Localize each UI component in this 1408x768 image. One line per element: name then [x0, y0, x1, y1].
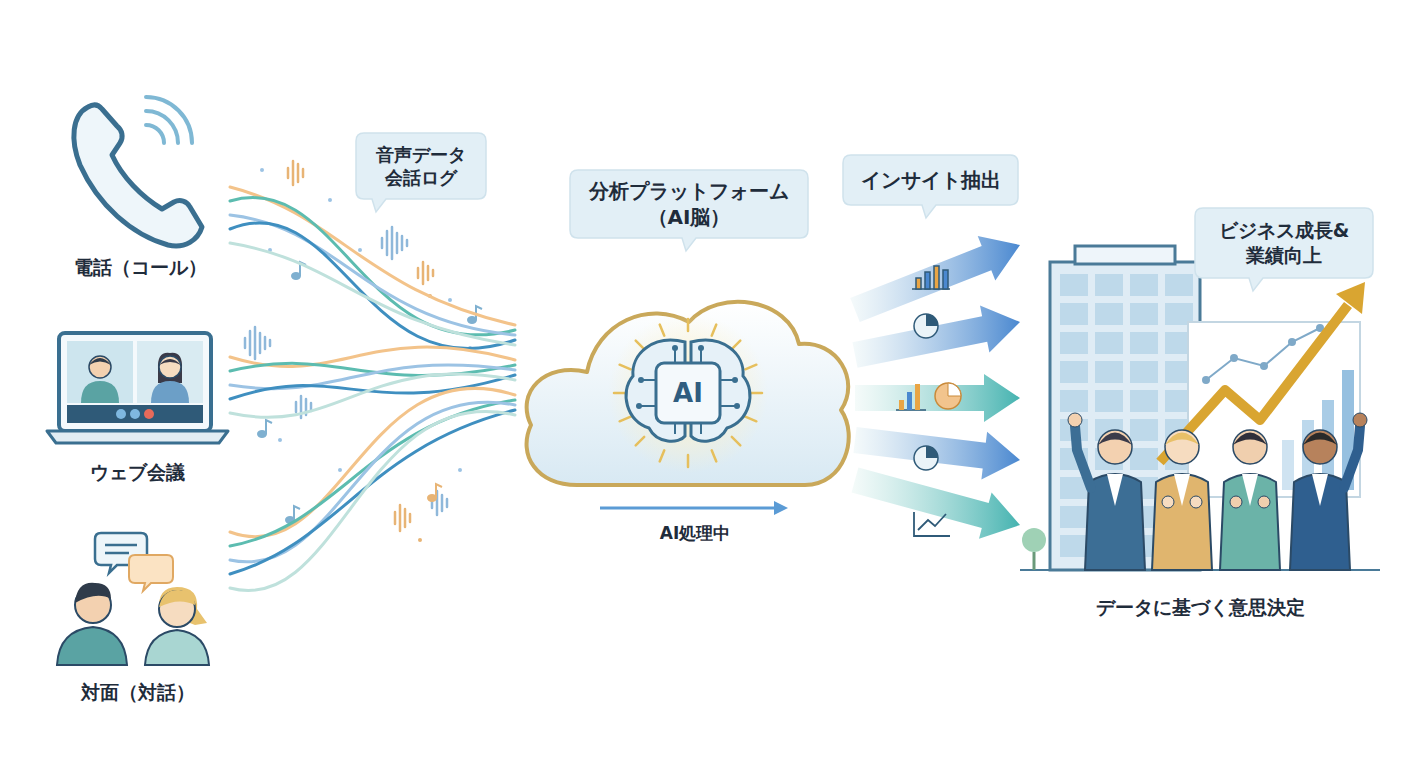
- insight-arrow-shape: [853, 427, 1020, 479]
- web-meeting-source: ウェブ会議: [45, 325, 230, 485]
- signal-strand: [230, 410, 515, 574]
- status-label: AI処理中: [620, 522, 770, 545]
- callout-bubble: 分析プラットフォーム （AI脳）: [570, 170, 808, 252]
- insight-arrow: [853, 306, 1021, 368]
- insight-arrow: [852, 468, 1020, 539]
- insight-arrow-shape: [852, 468, 1020, 539]
- business-outcome: データに基づく意思決定: [1020, 240, 1380, 620]
- signal-flow: [230, 347, 515, 417]
- line-chart-icon: [914, 512, 950, 536]
- bar-chart-icon: [912, 266, 950, 289]
- insight-arrow-shape: [853, 306, 1021, 368]
- callout-bubble: ビジネス成長& 業績向上: [1195, 208, 1373, 292]
- chip-label: AI: [656, 363, 720, 423]
- signal-strand: [230, 243, 515, 345]
- insight-arrow: [850, 236, 1020, 322]
- callout-bubble: 音声データ 会話ログ: [356, 133, 486, 213]
- phone-source: 電話（コール）: [50, 85, 230, 280]
- conversation-icon: [45, 525, 230, 705]
- node-label: データに基づく意思決定: [1000, 595, 1400, 620]
- pie-chart-icon: [914, 314, 938, 338]
- face-to-face-source: 対面（対話）: [45, 525, 230, 705]
- callout-text: インサイト抽出: [843, 155, 1018, 205]
- callout-text: 音声データ 会話ログ: [356, 133, 486, 199]
- insight-arrow: [855, 374, 1020, 422]
- callout-text: ビジネス成長& 業績向上: [1195, 208, 1373, 278]
- node-label: ウェブ会議: [25, 460, 250, 485]
- node-label: 対面（対話）: [25, 680, 250, 705]
- signal-strand: [230, 223, 515, 349]
- signal-strand: [230, 400, 515, 546]
- bar-pie-icon: [896, 383, 961, 410]
- signal-strand: [230, 198, 515, 335]
- node-label: 電話（コール）: [30, 255, 250, 280]
- signal-flow: [230, 187, 515, 349]
- signal-flow: [230, 388, 515, 590]
- processing-arrow: [600, 501, 788, 515]
- phone-icon: [50, 85, 230, 280]
- insight-arrow-shape: [850, 236, 1020, 322]
- signal-strand: [230, 411, 515, 590]
- callout-text: 分析プラットフォーム （AI脳）: [570, 170, 808, 238]
- callout-bubble: インサイト抽出: [843, 155, 1018, 219]
- laptop-icon: [45, 325, 230, 485]
- ai-cloud: AI: [515, 280, 855, 495]
- office-team-illustration: [1020, 240, 1380, 620]
- pie-chart-icon: [914, 446, 938, 470]
- insight-arrow-shape: [855, 374, 1020, 422]
- signal-strand: [230, 215, 515, 335]
- insight-arrow: [853, 427, 1020, 479]
